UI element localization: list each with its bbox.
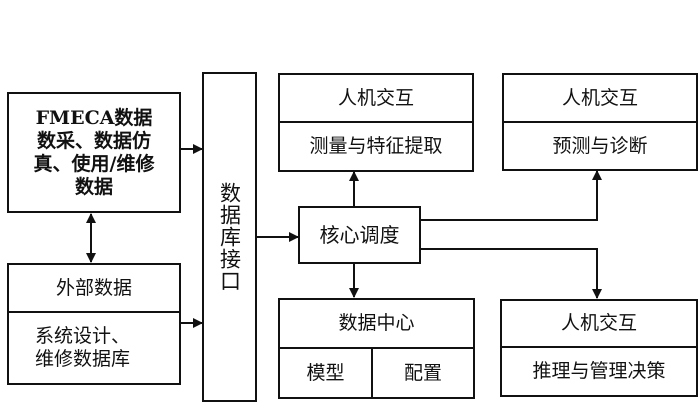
arrow-core-to-decision [420, 248, 602, 299]
external-data-line-2: 维修数据库 [35, 348, 131, 370]
external-data-box: 外部数据 系统设计、 维修数据库 [7, 263, 181, 385]
fmeca-line-3: 真、使用/维修 [33, 152, 155, 175]
arrow-core-to-predict [420, 170, 602, 221]
fmeca-line-1: FMECA数据 [35, 106, 153, 129]
decision-box: 人机交互 推理与管理决策 [500, 299, 698, 397]
prediction-body: 预测与诊断 [504, 121, 696, 169]
data-center-config: 配置 [403, 361, 442, 384]
external-data-title: 外部数据 [55, 276, 132, 299]
data-center-title: 数据中心 [338, 312, 415, 334]
data-center-box: 数据中心 模型 配置 [278, 298, 475, 399]
prediction-title: 人机交互 [561, 86, 638, 109]
measurement-box: 人机交互 测量与特征提取 [278, 73, 474, 172]
fmeca-line-2: 数采、数据仿 [36, 129, 151, 152]
measurement-body: 测量与特征提取 [280, 121, 472, 170]
fmeca-line-4: 数据 [74, 175, 113, 198]
fmeca-source-box: FMECA数据 数采、数据仿 真、使用/维修 数据 [7, 92, 181, 213]
core-scheduler-label: 核心调度 [319, 222, 400, 247]
data-center-model: 模型 [280, 349, 373, 397]
database-interface-label: 数据库接口 [217, 182, 242, 292]
decision-body: 推理与管理决策 [502, 346, 696, 395]
decision-title: 人机交互 [560, 312, 637, 334]
measurement-title: 人机交互 [337, 86, 414, 109]
prediction-box: 人机交互 预测与诊断 [502, 73, 698, 171]
core-scheduler-box: 核心调度 [298, 206, 421, 264]
database-interface-column: 数据库接口 [202, 72, 257, 402]
external-data-line-1: 系统设计、 [35, 325, 131, 347]
